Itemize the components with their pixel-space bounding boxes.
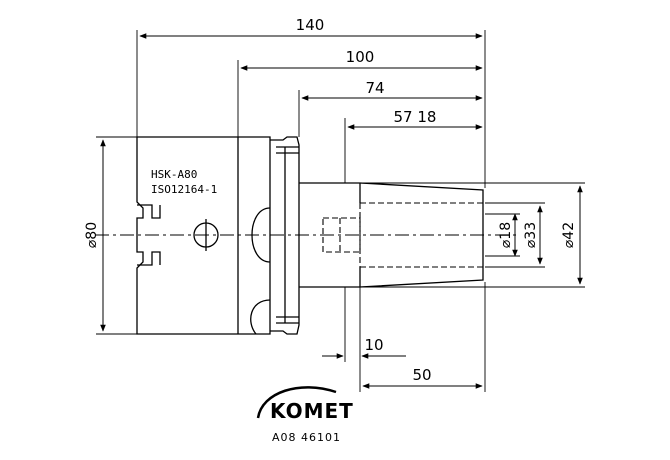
- logo-komet: KOMET: [270, 399, 354, 423]
- drive-slot-upper: [137, 204, 161, 219]
- setscrew-pocket: [322, 217, 361, 253]
- note-hsk: HSK-A80: [151, 168, 197, 181]
- coolant-pocket-center: [251, 207, 271, 263]
- coolant-pocket-lower: [250, 299, 271, 335]
- dim-label-100: 100: [346, 48, 375, 66]
- dim-label-dia-18: ⌀18: [498, 222, 514, 248]
- dim-label-dia-42: ⌀42: [561, 222, 577, 248]
- logo-arc: [256, 386, 337, 419]
- dim-label-dia-33: ⌀33: [523, 222, 539, 248]
- dim-label-dia-80: ⌀80: [84, 222, 100, 248]
- note-iso: ISO12164-1: [151, 183, 217, 196]
- dim-label-10: 10: [364, 336, 383, 354]
- collar-outline: [270, 136, 300, 335]
- dim-label-50: 50: [412, 366, 431, 384]
- dim-label-57-18: 57 18: [394, 108, 437, 126]
- dim-label-140: 140: [296, 16, 325, 34]
- drive-slot-lower: [137, 251, 161, 266]
- article-number: A08 46101: [272, 431, 341, 444]
- hsk-flange-outline: [136, 136, 271, 335]
- shank-outline: [299, 182, 484, 288]
- dim-label-74: 74: [365, 79, 384, 97]
